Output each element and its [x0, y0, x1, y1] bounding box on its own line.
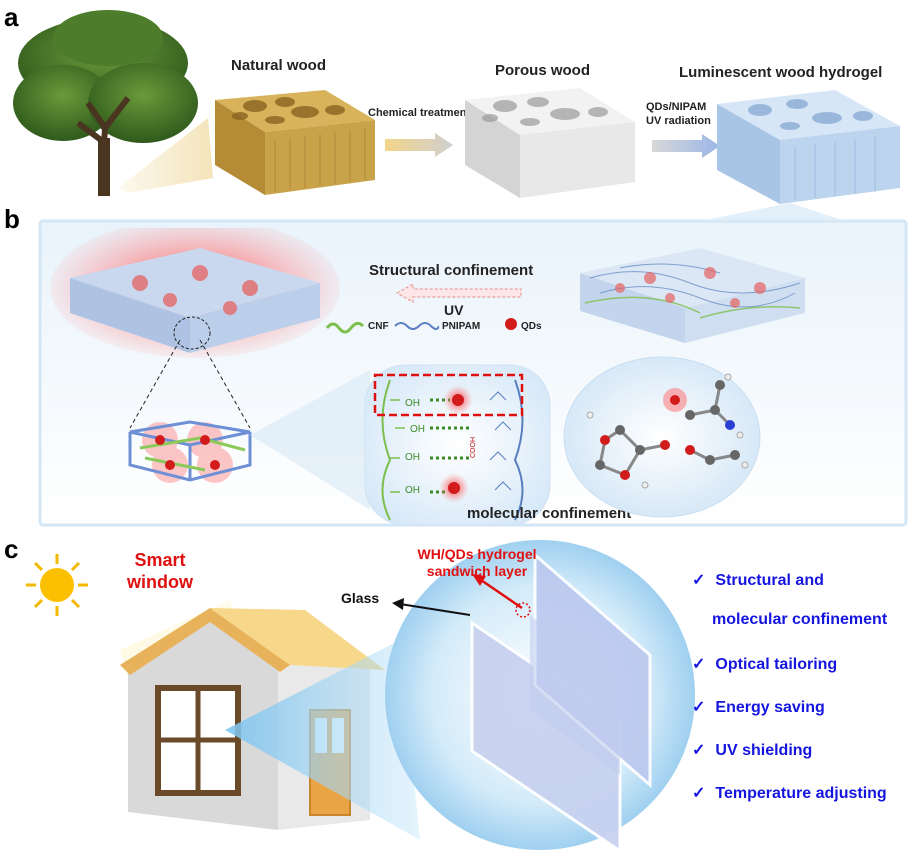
pnipam-legend-icon: [394, 322, 439, 330]
feature-item-3: ✓ Energy saving: [692, 697, 825, 717]
qds-nipam-label: QDs/NIPAM UV radiation: [646, 100, 711, 128]
panel-c-label: c: [4, 534, 19, 564]
luminescent-wood-hydrogel-title: Luminescent wood hydrogel: [679, 64, 883, 81]
porous-wood-title: Porous wood: [495, 62, 590, 79]
feature-label-6: Temperature adjusting: [715, 785, 887, 802]
qds-legend-icon: [505, 318, 517, 330]
uv-radiation-line: UV radiation: [646, 115, 711, 127]
molecule-circle: [563, 356, 761, 518]
glass-arrow: [392, 598, 471, 616]
arrow-chemical-treatment: [385, 133, 453, 157]
cnf-legend-icon: [325, 321, 365, 334]
oh-label-2: OH: [410, 424, 425, 435]
sandwich-layer-line2: sandwich layer: [426, 563, 528, 579]
uv-label: UV: [444, 302, 464, 318]
check-icon: ✓: [692, 699, 706, 716]
pnipam-legend-label: PNIPAM: [442, 321, 481, 332]
feature-label-1: Structural and: [715, 572, 824, 589]
luminescent-hydrogel-block: [717, 90, 900, 204]
cooh-label: COOH: [470, 437, 477, 458]
tree-illustration: [13, 10, 213, 196]
house-illustration: [120, 600, 420, 840]
window-zoom-circle: [385, 540, 695, 854]
feature-label-4: Energy saving: [715, 699, 825, 716]
oh-label-3: OH: [405, 452, 420, 463]
feature-label-2: molecular confinement: [712, 611, 888, 628]
sandwich-layer-label: WH/QDs hydrogel sandwich layer: [392, 546, 562, 580]
check-icon: ✓: [692, 572, 706, 589]
check-icon: ✓: [692, 785, 706, 802]
feature-item-1: ✓ Structural and: [692, 570, 824, 590]
sandwich-arrow: [472, 574, 523, 610]
feature-item-1-cont: molecular confinement: [712, 611, 887, 629]
feature-label-5: UV shielding: [715, 742, 813, 759]
chemical-treatment-label: Chemical treatment: [368, 107, 471, 119]
cnf-legend-label: CNF: [368, 321, 389, 332]
check-icon: ✓: [692, 656, 706, 673]
sandwich-layer-line1: WH/QDs hydrogel: [417, 546, 537, 562]
molecular-confinement-label: molecular confinement: [467, 505, 632, 522]
porous-wood-block: [465, 88, 635, 198]
oh-label-4: OH: [405, 485, 420, 496]
arrow-uv-radiation: [652, 134, 720, 158]
glass-label: Glass: [341, 590, 380, 606]
hydrogel-network-block: [580, 248, 805, 343]
qds-nipam-line: QDs/NIPAM: [646, 101, 707, 113]
feature-item-2: ✓ Optical tailoring: [692, 654, 837, 674]
oh-label-1: OH: [405, 398, 420, 409]
smart-window-title: Smart window: [115, 549, 205, 593]
qds-legend-label: QDs: [521, 321, 542, 332]
cubic-network-zoom: [128, 340, 252, 483]
structural-confinement-arrow: [395, 283, 522, 303]
smart-window-line1: Smart: [134, 550, 186, 570]
check-icon: ✓: [692, 742, 706, 759]
feature-item-5: ✓ Temperature adjusting: [692, 783, 887, 803]
structural-confinement-label: Structural confinement: [369, 262, 534, 279]
sun-icon: [26, 554, 88, 616]
feature-item-4: ✓ UV shielding: [692, 740, 812, 760]
glowing-hydrogel-block: [50, 228, 340, 358]
panel-b-label: b: [4, 204, 20, 234]
panel-a-label: a: [4, 2, 19, 32]
smart-window-line2: window: [127, 572, 193, 592]
feature-label-3: Optical tailoring: [715, 656, 838, 673]
natural-wood-title: Natural wood: [231, 57, 327, 74]
molecular-bubble: [250, 364, 551, 526]
natural-wood-block: [215, 90, 375, 195]
